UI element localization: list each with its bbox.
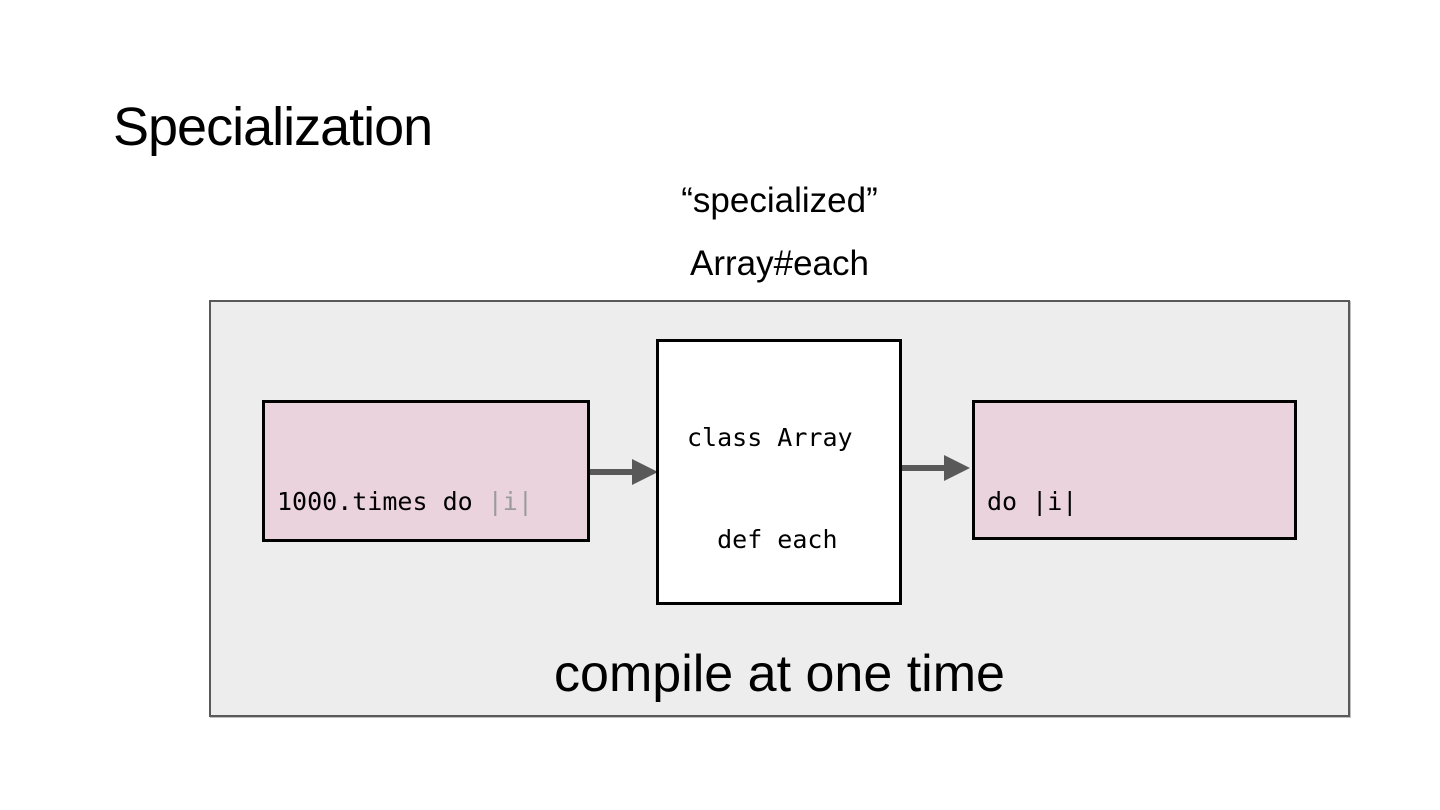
code-line: do |i| <box>987 487 1078 516</box>
code-line: 1000.times do |i| <box>277 485 577 519</box>
code-line: class Array <box>687 423 853 452</box>
caller-code-box: 1000.times do |i| puts i end <box>262 400 590 542</box>
code-block-param: |i| <box>487 487 533 516</box>
code-line: def each <box>687 525 838 554</box>
array-each-code-box: class Array def each .. yield .. end end <box>656 339 902 605</box>
slide-title: Specialization <box>113 97 433 157</box>
specialized-code-box: do |i| puts i end <box>972 400 1297 540</box>
panel-caption: compile at one time <box>554 645 1005 703</box>
arrow-right-icon <box>590 459 658 485</box>
label-array-each: Array#each <box>690 244 869 283</box>
label-specialized: “specialized” <box>681 181 878 220</box>
code-text: 1000.times do <box>277 487 488 516</box>
compile-panel: 1000.times do |i| puts i end class Array… <box>209 300 1350 717</box>
arrow-right-icon <box>902 455 970 481</box>
